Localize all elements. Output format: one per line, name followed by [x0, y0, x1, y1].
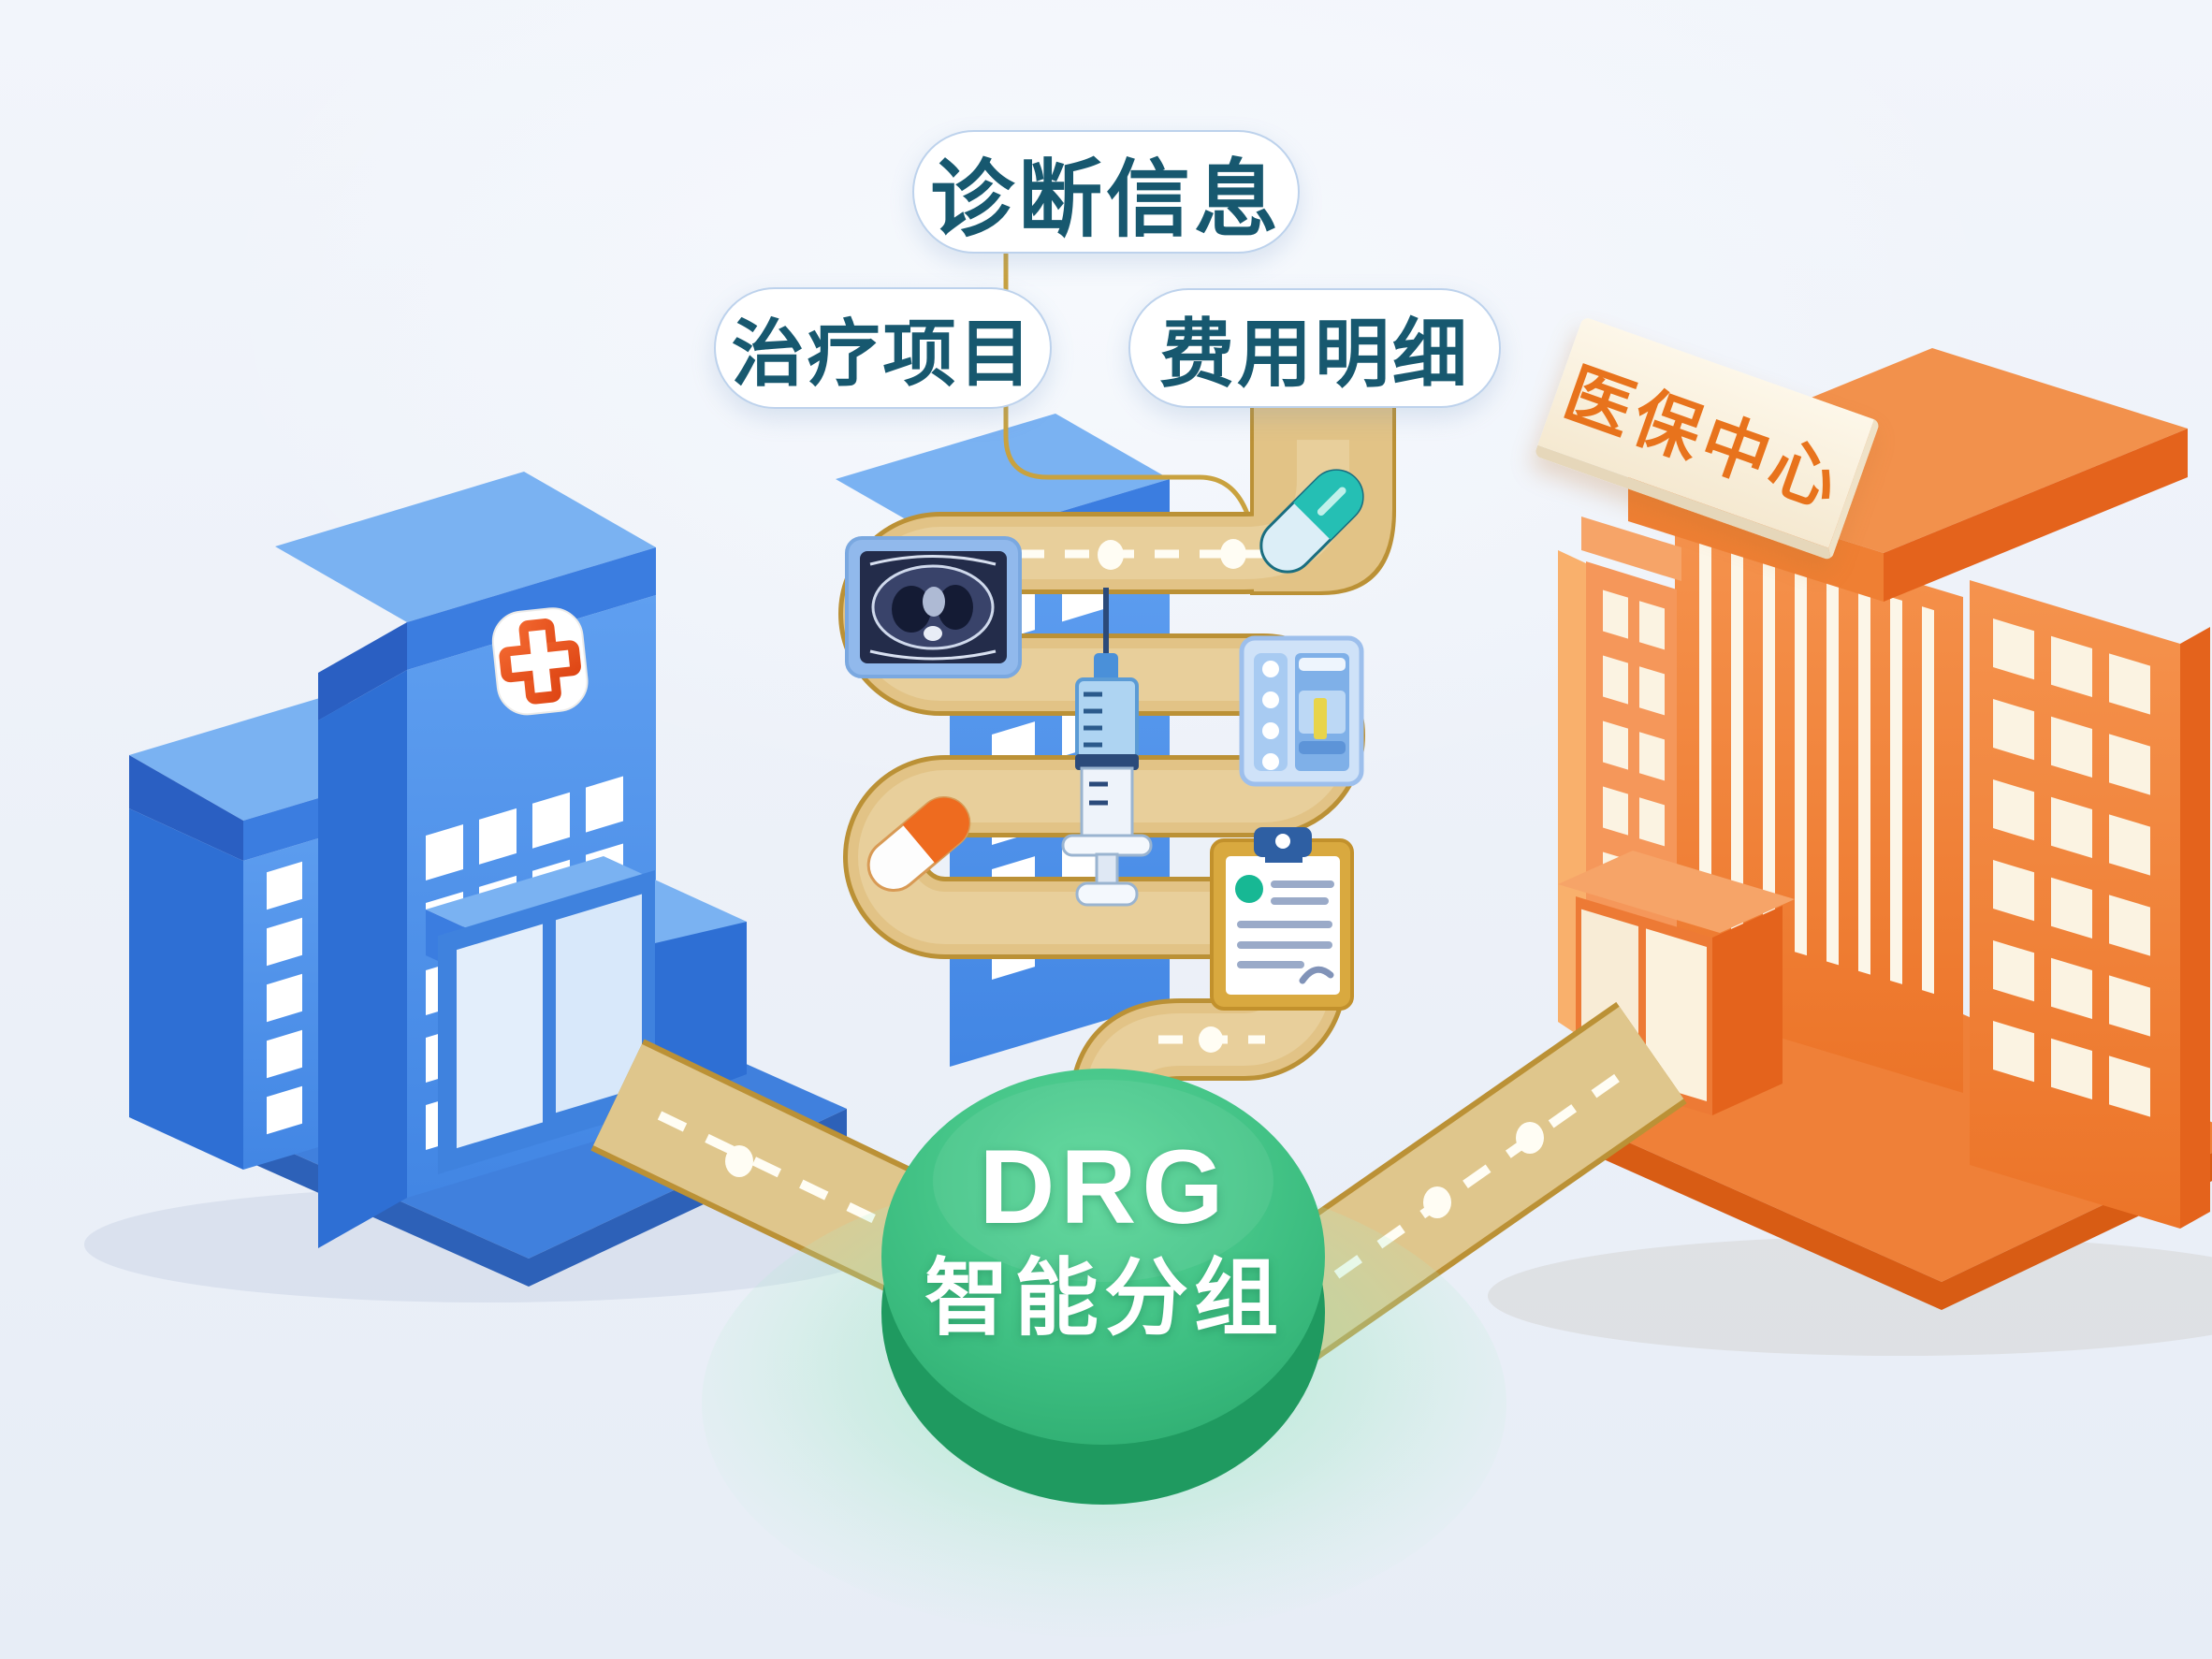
drg-badge-subtitle: 智能分组 — [924, 1251, 1284, 1346]
bubble-diagnosis-label: 诊断信息 — [930, 153, 1282, 247]
hospital-entrance — [426, 856, 747, 1174]
prescription-clipboard-icon — [1210, 827, 1354, 1011]
ct-scan-icon — [845, 536, 1022, 678]
drg-disc — [702, 1069, 1506, 1637]
pill-icon — [866, 796, 971, 892]
bubble-cost: 费用明细 — [1128, 288, 1501, 408]
syringe-icon — [1061, 588, 1153, 907]
insurance-building — [1553, 348, 2212, 1310]
capsule-icon — [1259, 469, 1364, 574]
hospital-cross-icon — [491, 607, 589, 716]
drg-badge-title: DRG — [979, 1128, 1230, 1245]
bubble-treatment: 治疗项目 — [714, 287, 1052, 409]
bubble-diagnosis: 诊断信息 — [912, 130, 1300, 254]
bubble-cost-label: 费用明细 — [1159, 313, 1470, 396]
insurance-right-wing — [1970, 580, 2210, 1229]
medicine-box-icon — [1239, 635, 1364, 787]
drg-badge: DRG 智能分组 — [881, 1128, 1327, 1349]
bubble-treatment-label: 治疗项目 — [731, 313, 1035, 395]
